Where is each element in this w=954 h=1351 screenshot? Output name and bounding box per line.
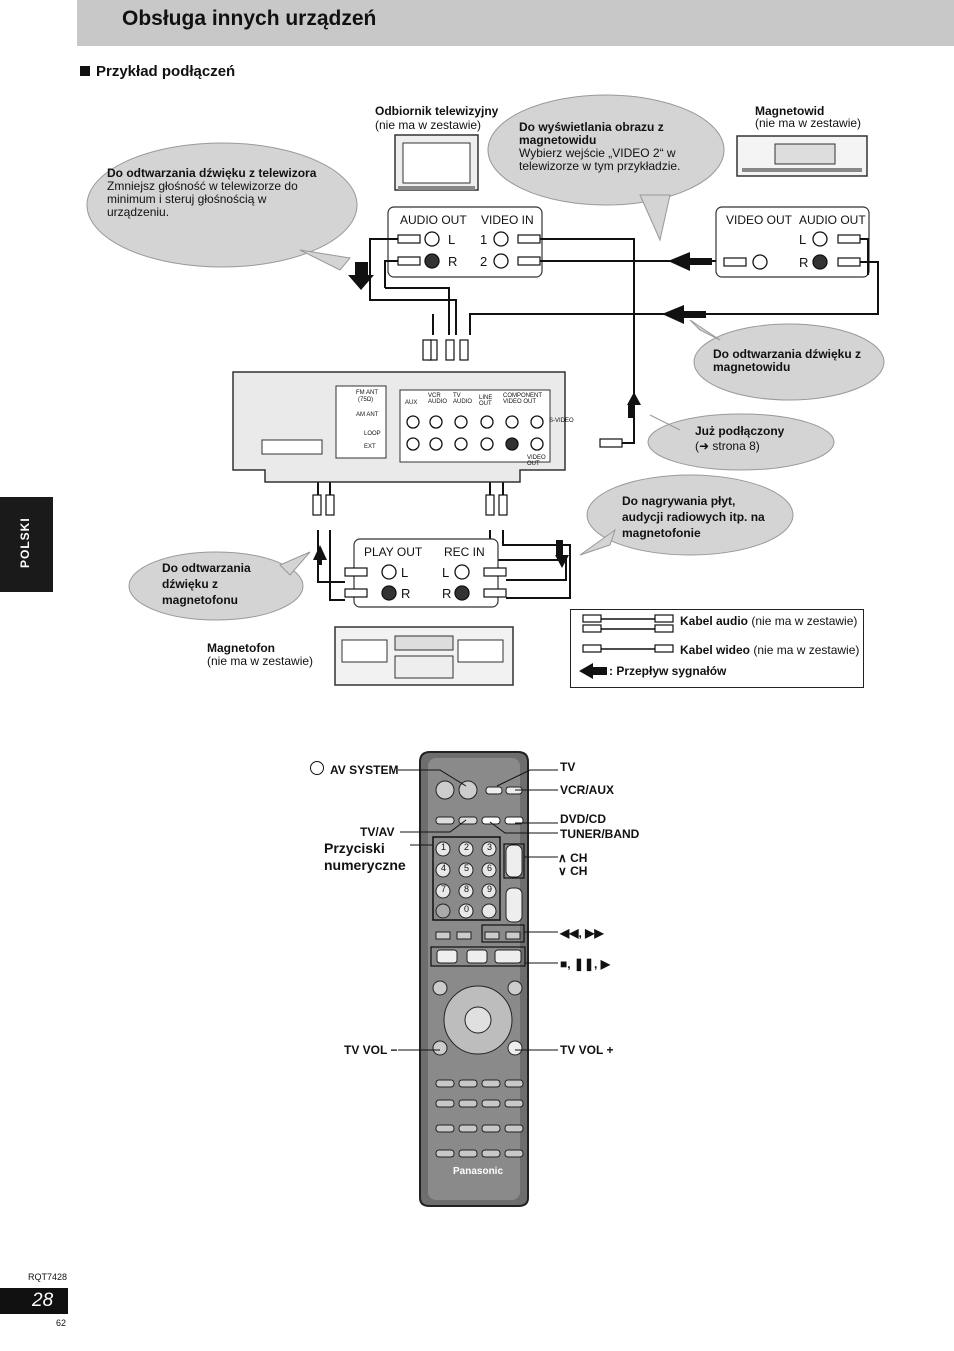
component-label: COMPONENT VIDEO OUT	[503, 393, 542, 405]
remote-brand: Panasonic	[453, 1166, 504, 1177]
am-ant-label: AM ANT	[356, 412, 379, 418]
legend-audio: Kabel audio (nie ma w zestawie)	[680, 614, 858, 628]
deck-name: Magnetofon	[207, 641, 275, 655]
deck-r-in: R	[442, 586, 452, 601]
label-tv-vol-minus: TV VOL −	[344, 1043, 398, 1057]
ohm-label: (75Ω)	[358, 397, 374, 403]
bubble-vcr-picture-title: Do wyświetlania obrazu z magnetowidu	[519, 120, 664, 147]
label-tv-vol-plus: TV VOL +	[560, 1043, 614, 1057]
key-2[interactable]: 2	[463, 842, 469, 852]
doc-code: RQT7428	[28, 1272, 68, 1282]
key-1[interactable]: 1	[440, 842, 446, 852]
bubble-vcr-picture-body: Wybierz wejście „VIDEO 2“ w telewizorze …	[519, 146, 681, 173]
label-ch-down: ∨ CH	[558, 864, 588, 878]
aux-label: AUX	[405, 400, 418, 406]
vcr-l-label: L	[799, 232, 807, 247]
key-8[interactable]: 8	[463, 884, 469, 894]
tv-l-label: L	[448, 232, 456, 247]
legend-signal-flow: : Przepływ sygnałów	[609, 664, 727, 678]
loop-label: LOOP	[364, 431, 381, 437]
label-dvd-cd: DVD/CD	[560, 812, 607, 826]
tv-name: Odbiornik telewizyjny	[375, 104, 499, 118]
bubble-tv-audio-title: Do odtwarzania dźwięku z telewizora	[107, 166, 317, 180]
power-icon	[310, 761, 324, 775]
deck-l-in: L	[442, 565, 450, 580]
page-number-box	[0, 1288, 68, 1314]
tv-video-in-label: VIDEO IN	[481, 213, 534, 227]
vcr-video-out-label: VIDEO OUT	[726, 213, 793, 227]
deck-r-out: R	[401, 586, 411, 601]
legend-video: Kabel wideo (nie ma w zestawie)	[680, 643, 860, 657]
bubble-vcr-audio: Do odtwarzania dźwięku z magnetowidu	[713, 347, 862, 374]
video-out-panel-label: VIDEO OUT	[527, 455, 546, 467]
bubble-tail	[299, 249, 351, 271]
label-av-system: AV SYSTEM	[330, 763, 399, 777]
line-out-label: LINE OUT	[479, 395, 493, 407]
label-tuner-band: TUNER/BAND	[560, 827, 640, 841]
page-title: Obsługa innych urządzeń	[122, 7, 377, 30]
play-out-label: PLAY OUT	[364, 545, 423, 559]
tv-in2-label: 2	[480, 254, 488, 269]
vcr-name: Magnetowid	[755, 104, 825, 118]
deck-l-out: L	[401, 565, 409, 580]
header-bar	[77, 0, 954, 46]
key-9[interactable]: 9	[486, 884, 492, 894]
vcr-note: (nie ma w zestawie)	[755, 116, 862, 130]
bubble-deck-audio: Do odtwarzania dźwięku z magnetofonu	[162, 561, 251, 607]
remote-control	[398, 751, 558, 1207]
label-tv-av: TV/AV	[360, 825, 395, 839]
fm-ant-label: FM ANT	[356, 390, 378, 396]
key-0[interactable]: 0	[463, 904, 469, 914]
tv-in1-label: 1	[480, 232, 488, 247]
section-bullet	[80, 66, 90, 76]
legend-graphics	[579, 614, 674, 679]
bubble-tv-audio-body: Zmniejsz głośność w telewizorze do minim…	[107, 179, 298, 219]
label-vcr-aux: VCR/AUX	[560, 783, 615, 797]
page-number: 28	[32, 1290, 54, 1311]
vcr-audio-panel-label: VCR AUDIO	[428, 393, 448, 405]
tv-r-label: R	[448, 254, 458, 269]
label-numeric: Przyciski numeryczne	[324, 840, 406, 873]
bubble-record: Do nagrywania płyt, audycji radiowych it…	[622, 494, 765, 540]
vcr-audio-out-label: AUDIO OUT	[799, 213, 866, 227]
vcr-r-label: R	[799, 255, 809, 270]
label-transport: ■, ❚❚, ▶	[560, 957, 610, 971]
key-6[interactable]: 6	[486, 863, 492, 873]
ext-label: EXT	[364, 444, 376, 450]
label-skip-search: ◀◀, ▶▶	[560, 926, 604, 940]
key-3[interactable]: 3	[486, 842, 492, 852]
language-tab	[0, 497, 53, 592]
label-ch-up: ∧ CH	[558, 851, 588, 865]
s-video-label: S-VIDEO	[549, 418, 574, 424]
key-7[interactable]: 7	[440, 884, 446, 894]
tv-note: (nie ma w zestawie)	[375, 118, 482, 132]
tv-audio-out-label: AUDIO OUT	[400, 213, 467, 227]
bubble-tv-audio	[86, 142, 358, 268]
bubble-connected-ref: (➜ strona 8)	[695, 439, 760, 453]
connection-diagram	[86, 94, 885, 686]
label-tv: TV	[560, 760, 576, 774]
tv-audio-panel-label: TV AUDIO	[453, 393, 473, 405]
deck-note: (nie ma w zestawie)	[207, 654, 314, 668]
rec-in-label: REC IN	[444, 545, 485, 559]
key-4[interactable]: 4	[440, 863, 446, 873]
key-5[interactable]: 5	[463, 863, 469, 873]
bubble-connected-title: Już podłączony	[695, 424, 785, 438]
page-sub-number: 62	[56, 1318, 67, 1328]
section-heading: Przykład podłączeń	[96, 63, 236, 80]
